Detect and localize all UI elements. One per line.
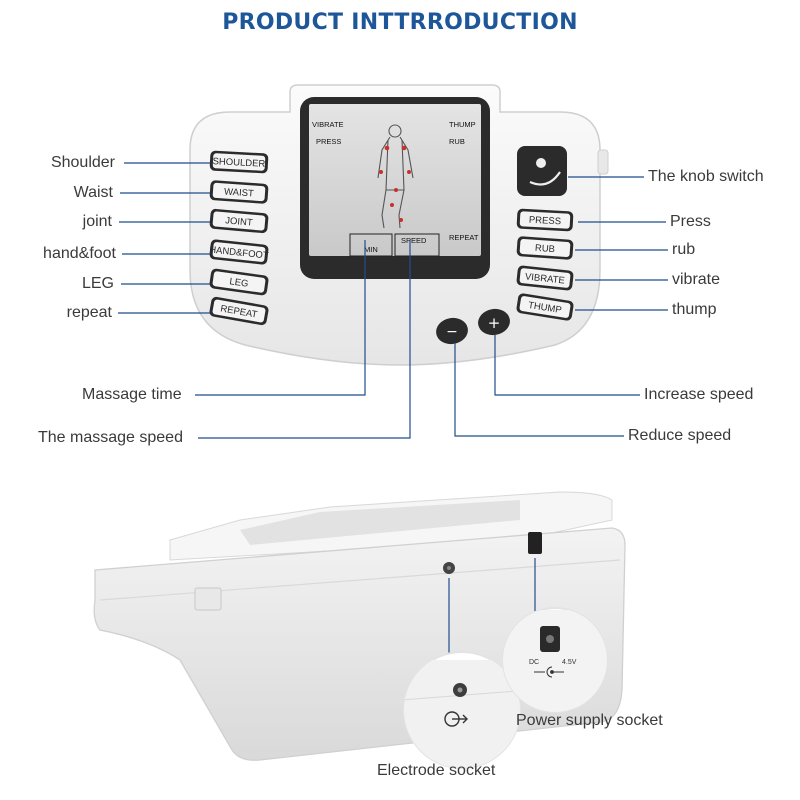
power-socket-zoom: DC 4.5V <box>502 607 608 713</box>
button-shoulder-label: SHOULDER <box>212 156 265 170</box>
knob-switch[interactable] <box>517 146 567 196</box>
increase-speed-button[interactable]: + <box>476 306 512 337</box>
callout-power-supply-socket: Power supply socket <box>516 712 663 729</box>
callout-vibrate: vibrate <box>672 271 721 288</box>
button-thump-label: THUMP <box>527 300 562 316</box>
button-leg-label: LEG <box>229 276 249 290</box>
callout-waist: Waist <box>73 184 113 201</box>
electrode-socket-zoom <box>403 651 521 769</box>
button-shoulder[interactable]: SHOULDER <box>209 150 269 174</box>
moon-icon <box>536 158 546 168</box>
lcd-screen <box>309 104 481 256</box>
callout-electrode-socket: Electrode socket <box>377 762 496 779</box>
lcd-vibrate-label: VIBRATE <box>312 120 344 129</box>
button-waist-label: WAIST <box>224 186 255 199</box>
callout-knob-switch: The knob switch <box>648 168 764 185</box>
power-voltage-label: 4.5V <box>562 659 577 666</box>
massager-device-front: VIBRATE PRESS THUMP RUB REPEAT MIN SPEED… <box>189 84 609 366</box>
reduce-speed-button[interactable]: − <box>434 315 470 346</box>
page-title: PRODUCT INTTRRODUCTION <box>222 10 578 35</box>
button-repeat[interactable]: REPEAT <box>209 296 270 326</box>
callout-joint: joint <box>82 213 112 230</box>
button-waist[interactable]: WAIST <box>209 180 269 204</box>
callout-repeat: repeat <box>66 304 112 321</box>
power-dc-label: DC <box>529 659 539 666</box>
button-vibrate-label: VIBRATE <box>524 271 565 286</box>
dc-polarity-icon <box>534 666 564 678</box>
callout-rub: rub <box>672 241 696 258</box>
button-rub[interactable]: RUB <box>516 236 574 260</box>
minus-icon: − <box>446 324 458 340</box>
lcd-min-box <box>349 233 393 257</box>
button-joint[interactable]: JOINT <box>209 208 269 234</box>
button-joint-label: JOINT <box>225 215 253 228</box>
lcd-min-label: MIN <box>364 245 378 254</box>
lcd-thump-label: THUMP <box>449 120 476 129</box>
plus-icon: + <box>488 314 501 332</box>
callout-reduce-speed: Reduce speed <box>628 427 732 444</box>
right-button-column: PRESS RUB VIBRATE THUMP <box>516 208 574 322</box>
button-thump[interactable]: THUMP <box>516 293 574 322</box>
lcd-speed-label: SPEED <box>401 236 427 245</box>
callout-press: Press <box>670 213 711 230</box>
button-press[interactable]: PRESS <box>516 208 574 232</box>
button-rub-label: RUB <box>535 243 556 255</box>
callout-increase-speed: Increase speed <box>644 386 754 403</box>
body-figure-icon <box>377 124 414 229</box>
callout-massage-time: Massage time <box>82 386 182 403</box>
callout-massage-speed: The massage speed <box>38 429 183 446</box>
callout-shoulder: Shoulder <box>50 154 115 171</box>
callout-thump: thump <box>672 301 717 318</box>
left-button-column: SHOULDER WAIST JOINT HAND&FOOT LEG REPEAT <box>208 150 270 326</box>
button-vibrate[interactable]: VIBRATE <box>516 265 574 291</box>
electrode-output-icon <box>444 711 468 727</box>
button-press-label: PRESS <box>529 215 562 228</box>
callout-hand-foot: hand&foot <box>43 245 116 262</box>
lcd-repeat-label: REPEAT <box>449 233 479 242</box>
button-leg[interactable]: LEG <box>209 268 269 296</box>
lcd-press-label: PRESS <box>316 137 341 146</box>
lcd-speed-box <box>394 233 440 257</box>
lcd-rub-label: RUB <box>449 137 465 146</box>
button-hand-foot[interactable]: HAND&FOOT <box>208 239 270 265</box>
callout-leg: LEG <box>81 275 114 292</box>
leader-lines <box>118 162 668 439</box>
